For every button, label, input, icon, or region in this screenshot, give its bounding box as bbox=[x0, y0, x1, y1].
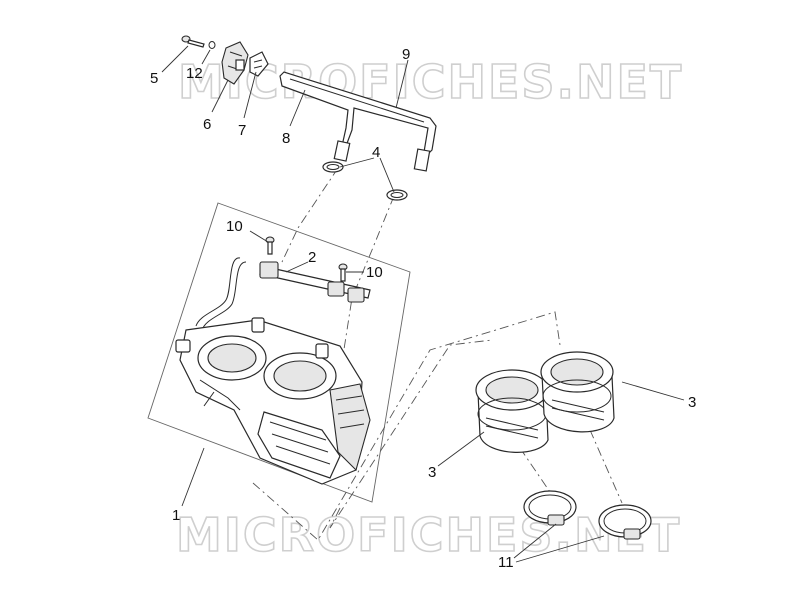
hose-clamp-part-11-right bbox=[598, 504, 652, 540]
callout-2: 2 bbox=[308, 249, 316, 266]
bolt-part-10-b bbox=[338, 263, 348, 282]
callout-5: 5 bbox=[150, 70, 158, 87]
assembly-line-clamp-1 bbox=[519, 447, 551, 493]
bolt-part-10-a bbox=[265, 236, 275, 255]
assembly-line-boot-1 bbox=[252, 311, 561, 541]
intake-boot-part-3-left bbox=[475, 369, 549, 453]
assembly-line-left bbox=[281, 167, 339, 263]
clip-part-7 bbox=[249, 51, 269, 77]
throttle-body-part-1 bbox=[175, 317, 371, 485]
callout-6: 6 bbox=[203, 116, 211, 133]
o-ring-part-12 bbox=[208, 41, 216, 49]
callout-11: 11 bbox=[498, 554, 514, 571]
leader-lines bbox=[161, 45, 685, 563]
callout-7: 7 bbox=[238, 122, 246, 139]
callout-12: 12 bbox=[186, 65, 203, 82]
callout-8: 8 bbox=[282, 130, 290, 147]
vacuum-pipe-part-9 bbox=[279, 71, 437, 172]
watermark-bottom: MICROFICHES.NET bbox=[176, 508, 681, 562]
callout-10-right: 10 bbox=[366, 264, 383, 281]
callout-4: 4 bbox=[372, 144, 380, 161]
callout-3-right: 3 bbox=[688, 394, 696, 411]
callout-10-top: 10 bbox=[226, 218, 243, 235]
assembly-line-clamp-2 bbox=[589, 429, 623, 504]
hose-clamp-part-11-left bbox=[523, 490, 577, 526]
intake-boot-part-3-right bbox=[540, 351, 615, 433]
throttle-body-frame bbox=[147, 202, 411, 503]
screw-part-5 bbox=[181, 35, 205, 48]
callout-3-left: 3 bbox=[428, 464, 436, 481]
callout-9: 9 bbox=[402, 46, 410, 63]
hose-clamps-part-4 bbox=[322, 161, 408, 201]
sensor-part-6 bbox=[221, 41, 249, 85]
fuel-rail-part-2 bbox=[195, 257, 371, 331]
callout-1: 1 bbox=[172, 507, 180, 524]
